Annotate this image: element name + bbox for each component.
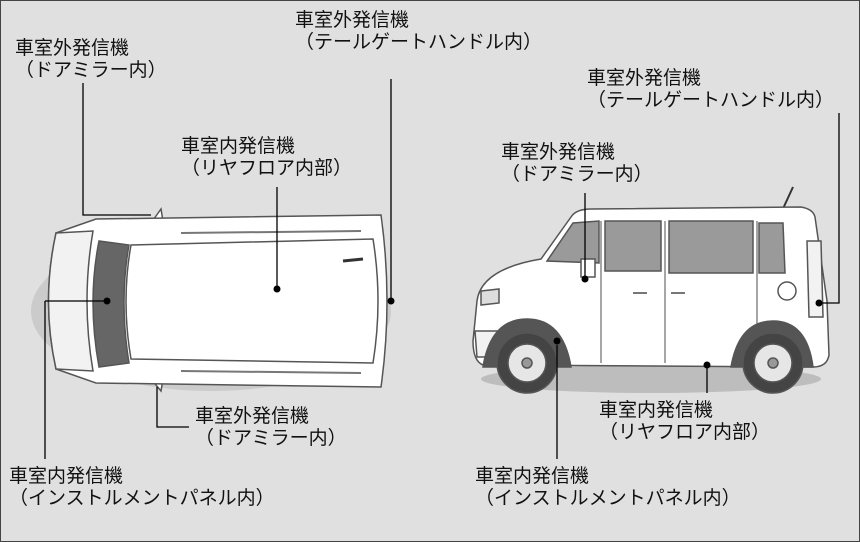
label-side-instrument-panel-line2: （インストルメントパネル内） <box>475 487 741 509</box>
label-side-rear-floor-line2: （リヤフロア内部） <box>599 421 771 443</box>
top-roof-rail-right <box>180 370 362 374</box>
dot-top-rear-floor <box>273 285 281 293</box>
top-roof <box>125 238 379 364</box>
label-top-mirror-left-line2: （ドアミラー内） <box>15 59 167 81</box>
top-windshield <box>92 240 130 368</box>
label-top-tailgate-line1: 車室外発信機 <box>295 9 410 31</box>
label-side-mirror-line2: （ドアミラー内） <box>501 163 653 185</box>
label-top-mirror-right-line2: （ドアミラー内） <box>195 427 347 449</box>
side-window-door <box>604 220 662 272</box>
label-top-rear-floor-line1: 車室内発信機 <box>181 135 296 157</box>
top-roof-rail-left <box>180 230 362 234</box>
side-fuel-lid <box>777 281 797 301</box>
side-front-wheel <box>496 332 558 394</box>
label-top-mirror-left: 車室外発信機 （ドアミラー内） <box>15 37 167 81</box>
leader-top-mirror-right <box>156 387 189 428</box>
side-tail-lamp <box>806 240 824 318</box>
leader-lines <box>44 79 840 459</box>
label-side-rear-floor-line1: 車室内発信機 <box>599 399 714 421</box>
leader-top-mirror-left <box>82 83 151 216</box>
label-side-rear-floor: 車室内発信機 （リヤフロア内部） <box>599 399 770 443</box>
label-side-instrument-panel: 車室内発信機 （インストルメントパネル内） <box>475 465 741 509</box>
dot-top-instrument <box>103 297 111 305</box>
label-side-mirror-line1: 車室外発信機 <box>501 141 616 163</box>
dot-side-tailgate <box>815 299 823 307</box>
label-top-mirror-right-line1: 車室外発信機 <box>195 405 310 427</box>
top-antenna <box>342 257 364 263</box>
side-window-slider <box>668 220 754 274</box>
side-rear-wheel <box>742 332 804 394</box>
label-side-mirror: 車室外発信機 （ドアミラー内） <box>501 141 653 185</box>
label-side-tailgate-line2: （テールゲートハンドル内） <box>587 89 835 111</box>
label-top-rear-floor: 車室内発信機 （リヤフロア内部） <box>181 135 352 179</box>
dot-side-instrument <box>553 337 561 345</box>
dot-side-rear-floor <box>703 361 711 369</box>
label-top-instrument-panel-line1: 車室内発信機 <box>9 465 124 487</box>
dot-side-mirror <box>581 275 589 283</box>
pointer-dots <box>103 275 823 369</box>
label-side-tailgate-line1: 車室外発信機 <box>587 67 702 89</box>
side-headlamp <box>480 288 500 306</box>
car-top-view <box>31 207 391 393</box>
label-top-instrument-panel: 車室内発信機 （インストルメントパネル内） <box>9 465 275 509</box>
label-top-rear-floor-line2: （リヤフロア内部） <box>181 157 353 179</box>
label-top-tailgate: 車室外発信機 （テールゲートハンドル内） <box>295 9 542 53</box>
label-top-instrument-panel-line2: （インストルメントパネル内） <box>9 487 275 509</box>
label-top-tailgate-line2: （テールゲートハンドル内） <box>295 31 543 53</box>
side-window-rear <box>758 222 786 274</box>
label-side-instrument-panel-line1: 車室内発信機 <box>475 465 590 487</box>
car-side-view <box>472 186 830 394</box>
leader-side-tailgate <box>821 113 840 304</box>
dot-top-tailgate <box>387 297 395 305</box>
label-top-mirror-left-line1: 車室外発信機 <box>15 37 130 59</box>
side-mirror <box>580 258 596 278</box>
label-side-tailgate: 車室外発信機 （テールゲートハンドル内） <box>587 67 834 111</box>
label-top-mirror-right: 車室外発信機 （ドアミラー内） <box>195 405 347 449</box>
